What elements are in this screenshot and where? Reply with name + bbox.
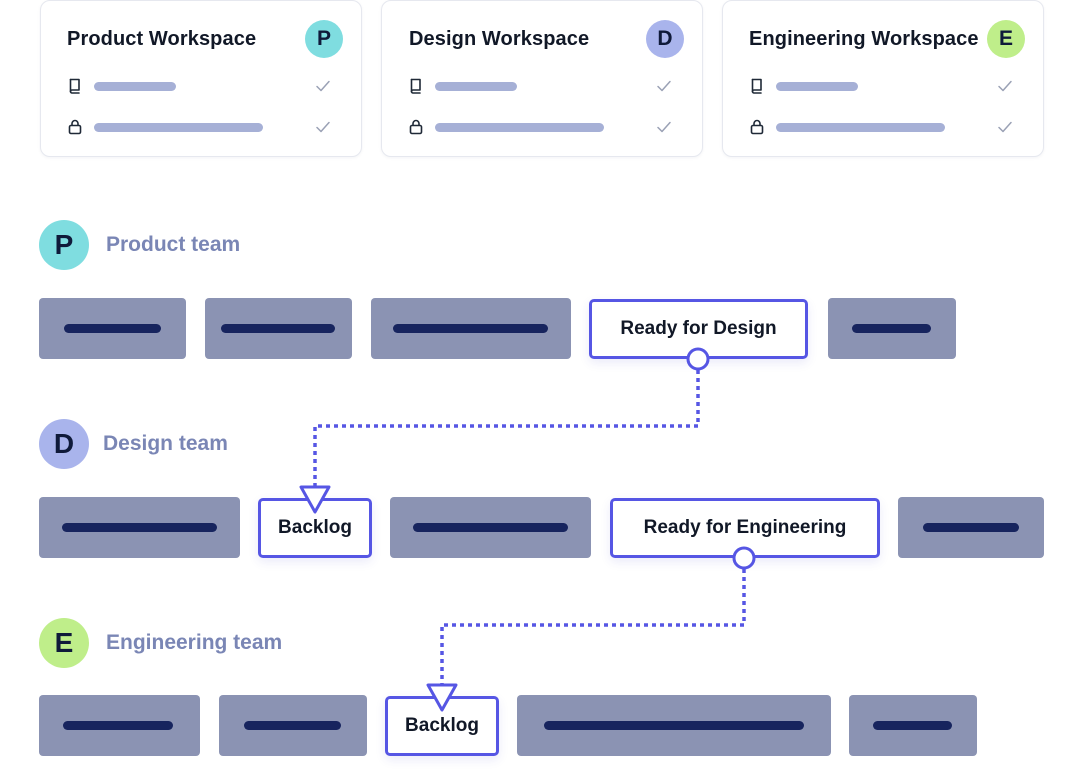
placeholder-bar: [94, 123, 263, 132]
task-block[interactable]: [371, 298, 571, 359]
team-avatar-engineering: E: [39, 618, 89, 668]
placeholder-bar: [94, 82, 176, 91]
task-block[interactable]: [517, 695, 831, 756]
book-icon: [69, 78, 80, 94]
team-label-product: Product team: [106, 233, 241, 256]
task-bar: [413, 523, 568, 532]
team-avatar-product: P: [39, 220, 89, 270]
task-block[interactable]: [898, 497, 1044, 558]
team-avatar-design: D: [39, 419, 89, 469]
check-icon: [998, 121, 1012, 133]
workspace-row: [67, 118, 335, 136]
book-icon: [751, 78, 762, 94]
task-block[interactable]: [390, 497, 591, 558]
workspace-row: [749, 77, 1017, 95]
check-icon: [316, 121, 330, 133]
workspace-avatar: E: [987, 20, 1025, 58]
placeholder-bar: [435, 82, 517, 91]
workspace-card-design[interactable]: Design Workspace D: [381, 0, 703, 157]
placeholder-bar: [435, 123, 604, 132]
task-bar: [873, 721, 952, 730]
workspace-row: [408, 118, 676, 136]
connector-design-handoff: [313, 370, 700, 486]
workspace-card-product[interactable]: Product Workspace P: [40, 0, 362, 157]
workspace-title: Product Workspace: [67, 28, 257, 50]
status-backlog-engineering[interactable]: Backlog: [385, 696, 499, 756]
status-ready-for-engineering[interactable]: Ready for Engineering: [610, 498, 880, 558]
task-bar: [244, 721, 341, 730]
check-icon: [657, 80, 671, 92]
task-bar: [63, 721, 173, 730]
task-bar: [62, 523, 217, 532]
connector-engineering-handoff: [440, 569, 746, 684]
check-icon: [998, 80, 1012, 92]
placeholder-bar: [776, 123, 945, 132]
lock-icon: [68, 119, 82, 135]
book-icon: [410, 78, 421, 94]
task-block[interactable]: [39, 695, 200, 756]
task-bar: [393, 324, 548, 333]
status-ready-for-design[interactable]: Ready for Design: [589, 299, 808, 359]
workspace-avatar: D: [646, 20, 684, 58]
workspace-row: [749, 118, 1017, 136]
check-icon: [657, 121, 671, 133]
status-backlog-design[interactable]: Backlog: [258, 498, 372, 558]
lock-icon: [750, 119, 764, 135]
lock-icon: [409, 119, 423, 135]
task-block[interactable]: [39, 497, 240, 558]
workspace-title: Engineering Workspace: [749, 28, 979, 50]
check-icon: [316, 80, 330, 92]
task-block[interactable]: [849, 695, 977, 756]
team-label-engineering: Engineering team: [106, 631, 283, 654]
task-block[interactable]: [219, 695, 367, 756]
task-block[interactable]: [205, 298, 352, 359]
workspace-row: [408, 77, 676, 95]
task-bar: [544, 721, 804, 730]
workspace-title: Design Workspace: [409, 28, 590, 50]
task-block[interactable]: [828, 298, 956, 359]
task-bar: [221, 324, 335, 333]
workspace-avatar: P: [305, 20, 343, 58]
task-bar: [852, 324, 931, 333]
task-block[interactable]: [39, 298, 186, 359]
placeholder-bar: [776, 82, 858, 91]
team-label-design: Design team: [103, 432, 228, 455]
workspace-card-engineering[interactable]: Engineering Workspace E: [722, 0, 1044, 157]
task-bar: [923, 523, 1019, 532]
workspace-row: [67, 77, 335, 95]
task-bar: [64, 324, 161, 333]
